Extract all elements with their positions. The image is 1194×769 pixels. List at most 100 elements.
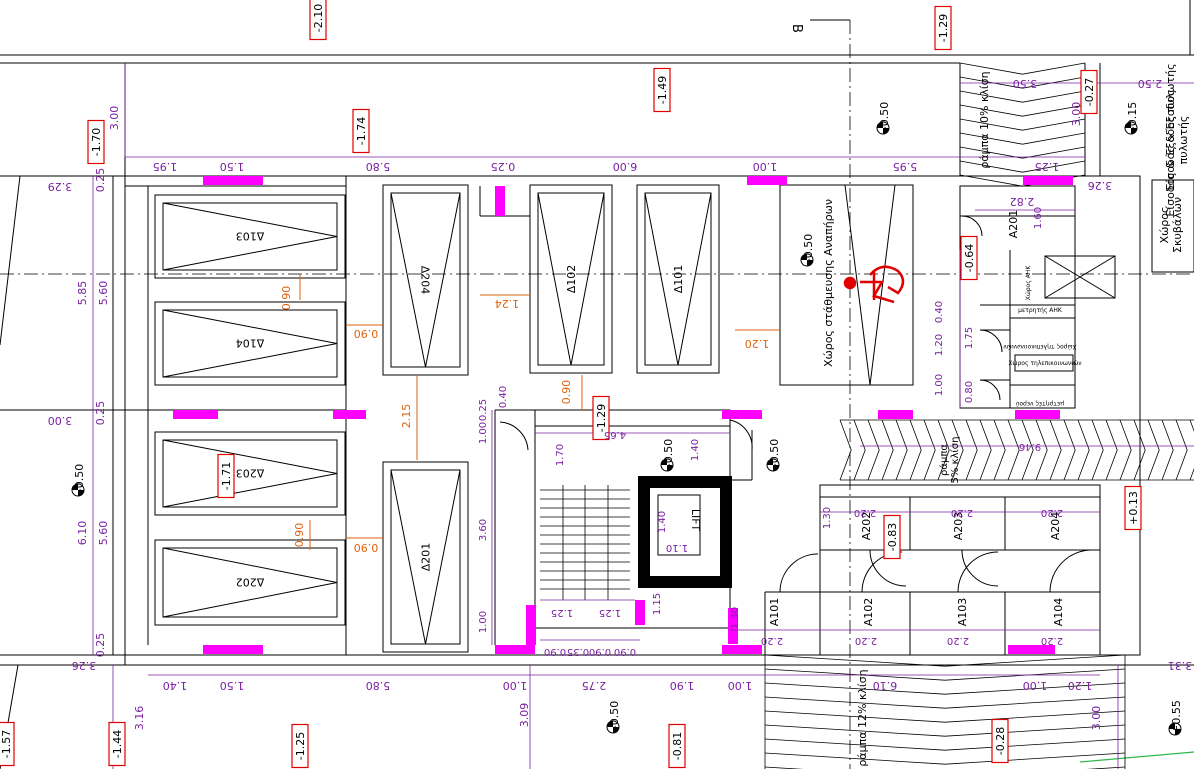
dimension-label: 1.15 xyxy=(652,593,663,615)
dimension-label: 1.40 xyxy=(657,511,668,533)
dimension-label: 3.09 xyxy=(518,703,531,728)
opening-dimension-label: 0.90 xyxy=(280,286,293,311)
dimension-label: 1.00 xyxy=(478,422,489,444)
elevation-box: +0.13 xyxy=(1124,485,1142,531)
opening-dimension-label: 0.90 xyxy=(354,541,379,554)
staircase xyxy=(540,485,630,600)
dimension-label: 1.50 xyxy=(220,160,245,173)
opening-dimension-label: 1.24 xyxy=(495,297,520,310)
dimension-label: 5.80 xyxy=(366,160,391,173)
level-value: +0.55 xyxy=(1170,700,1183,734)
dimension-label: 3.26 xyxy=(1088,179,1113,192)
opening-dimension-label: 0.90 xyxy=(560,380,573,405)
elevation-value: -0.83 xyxy=(886,523,899,551)
dimension-label: 6.10 xyxy=(873,679,898,692)
elevation-value: -1.44 xyxy=(111,730,124,758)
dimension-label: 0.90 xyxy=(614,646,636,657)
dimension-label: 2.20 xyxy=(951,507,973,518)
elevation-box: -0.27 xyxy=(1080,69,1098,115)
dimension-label: 3.50 xyxy=(1013,77,1038,90)
dimension-label: 0.25 xyxy=(491,160,516,173)
dimension-label: 3.16 xyxy=(133,706,146,731)
dimension-label: 1.40 xyxy=(163,679,188,692)
elevation-value: -1.49 xyxy=(656,76,669,104)
elevation-value: -1.25 xyxy=(294,732,307,760)
elevation-value: -1.71 xyxy=(220,462,233,490)
dimension-label: 1.95 xyxy=(153,160,178,173)
accessible-icon xyxy=(843,265,905,304)
ramp-label: ράμπα5% κλίση xyxy=(938,437,961,484)
accessible-parking-bay xyxy=(779,184,914,386)
lift-shaft xyxy=(638,476,732,588)
dimension-label: 2.75 xyxy=(582,679,607,692)
elevation-value: -0.27 xyxy=(1083,78,1096,106)
dimension-label: 1.00 xyxy=(728,679,753,692)
meter-label: μετρητής ΑΗΚ xyxy=(1018,307,1063,314)
dimension-label: 1.20 xyxy=(934,334,945,356)
room-label: Χώρος τηλεπικοινωνιών xyxy=(1003,343,1077,350)
parking-bay-label: Δ202 xyxy=(236,576,265,589)
dimension-label: 2.50 xyxy=(1138,77,1163,90)
ramp-label: ράμπα 10% κλίση xyxy=(978,71,991,168)
level-marker: +0.55 xyxy=(1168,700,1183,736)
elevation-box: -1.74 xyxy=(352,108,370,154)
entrance-label: Είσοδος & Έξοδοςπυλωτής xyxy=(1164,90,1190,191)
dimension-label: 0.25 xyxy=(94,401,107,426)
ramps xyxy=(764,62,1194,769)
opening-dimension-label: 0.90 xyxy=(293,523,306,548)
dimension-label: 0.25 xyxy=(94,633,107,658)
dimension-label: 2.20 xyxy=(761,635,783,646)
dimension-label: 1.25 xyxy=(551,607,573,618)
level-marker: -0.50 xyxy=(71,464,86,497)
level-marker: -0.15 xyxy=(1124,102,1139,135)
dimension-label: 5.80 xyxy=(366,679,391,692)
dimension-label: 1.00 xyxy=(934,374,945,396)
dimension-label: 1.10 xyxy=(666,542,688,553)
storage-label: A202 xyxy=(860,512,873,541)
dimension-label: 0.40 xyxy=(934,301,945,323)
elevation-box: -0.83 xyxy=(883,514,901,560)
dimension-label: 1.60 xyxy=(1033,207,1044,229)
axis-lines xyxy=(0,20,1194,769)
dimension-label: 1.50 xyxy=(220,679,245,692)
dimension-label: 5.60 xyxy=(97,521,110,546)
dimension-label: 1.00 xyxy=(478,611,489,633)
entrance-label: Είσοδος & Έξοδος πυλωτής xyxy=(1164,63,1177,216)
dimension-label: 0.25 xyxy=(94,168,107,193)
dimension-label: 3.00 xyxy=(108,106,121,131)
parking-bay-label: Δ102 xyxy=(565,265,578,294)
storage-label: A204 xyxy=(1049,512,1062,541)
storage-label: A104 xyxy=(1052,598,1065,627)
dimension-label: 0.80 xyxy=(964,381,975,403)
ramp-label: ράμπα 12% κλίση xyxy=(856,669,869,766)
level-value: -0.15 xyxy=(1126,102,1139,130)
elevation-value: -0.64 xyxy=(963,244,976,272)
dimension-label: 1.00 xyxy=(1023,679,1048,692)
dimension-label: 5.95 xyxy=(893,160,918,173)
elevation-value: -0.81 xyxy=(671,732,684,760)
dimension-label: 1.20 xyxy=(1068,679,1093,692)
elevation-box: -1.25 xyxy=(291,723,309,769)
storage-rooms xyxy=(764,484,1101,656)
dimension-label: 3.00 xyxy=(1090,706,1103,731)
elevation-box: -1.29 xyxy=(934,5,952,51)
dimension-label: 6.10 xyxy=(76,521,89,546)
dimension-label: 1.00 xyxy=(503,679,528,692)
elevation-box: -1.29 xyxy=(592,395,610,441)
dimension-label: 3.26 xyxy=(72,659,97,672)
elevation-value: -1.74 xyxy=(355,117,368,145)
dimension-label: 1.00 xyxy=(753,160,778,173)
dimension-label: 9.46 xyxy=(1019,441,1041,452)
dimension-label: 1.30 xyxy=(822,507,833,529)
storage-label: A201 xyxy=(1007,210,1020,239)
elevation-box: -1.57 xyxy=(0,721,15,767)
dimension-label: 2.20 xyxy=(947,635,969,646)
level-marker: -0.50 xyxy=(876,102,891,135)
room-label: Χώρος τηλεπικοινωνιών xyxy=(1008,360,1082,367)
room-label: Χώρος ΑΗΚ xyxy=(1025,265,1032,301)
meter-label: μετρητές νερού xyxy=(1015,400,1064,407)
dimension-label: 1.40 xyxy=(690,439,701,461)
parking-bay-label: Δ104 xyxy=(236,337,265,350)
